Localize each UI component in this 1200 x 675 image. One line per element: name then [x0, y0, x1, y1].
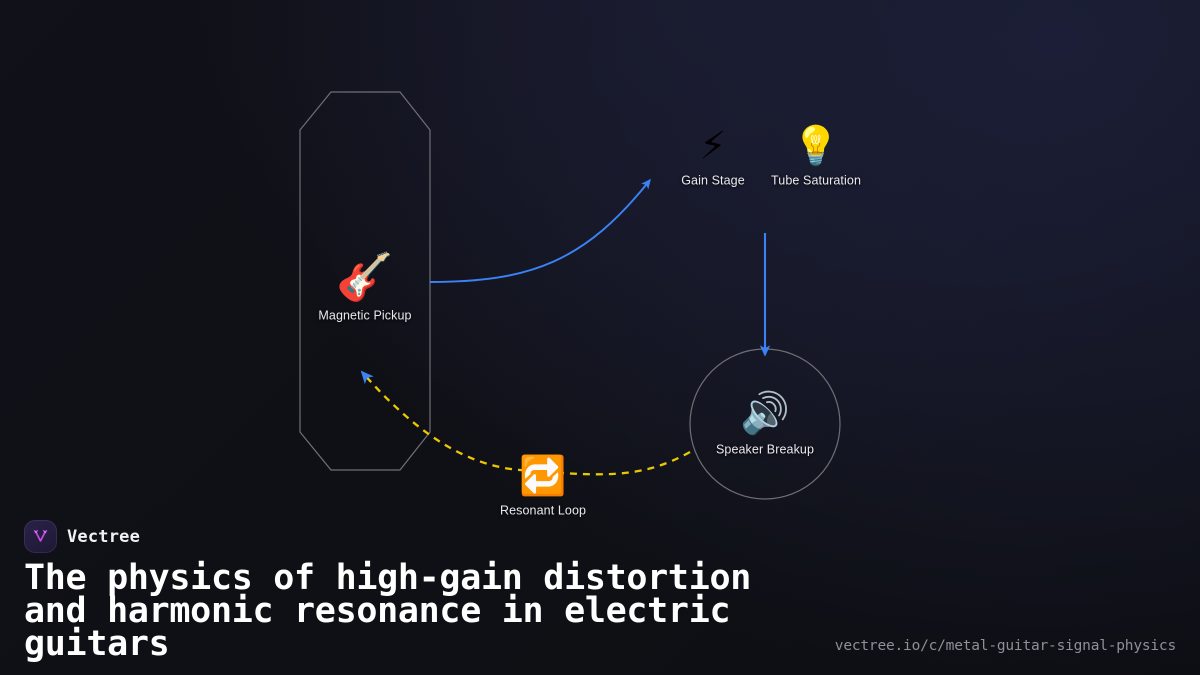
node-tube-saturation[interactable]: 💡 Tube Saturation [771, 127, 861, 188]
node-speaker-breakup[interactable]: 🔊 Speaker Breakup [716, 394, 814, 457]
node-label: Speaker Breakup [715, 442, 815, 457]
vectree-v-logo-icon [24, 520, 57, 553]
guitar-body-group-outline [299, 91, 431, 471]
node-resonant-loop[interactable]: 🔁 Resonant Loop [500, 457, 586, 518]
edge-pickup-to-gain [429, 178, 651, 283]
repeat-arrows-icon: 🔁 [519, 453, 567, 498]
guitar-icon: 🎸 [336, 249, 394, 304]
node-label: Gain Stage [681, 173, 745, 188]
brand-name: Vectree [67, 526, 141, 547]
brand-row: Vectree [24, 520, 140, 553]
light-bulb-icon: 💡 [792, 123, 840, 168]
loudspeaker-icon: 🔊 [740, 390, 790, 437]
node-label: Tube Saturation [771, 173, 861, 188]
node-label: Magnetic Pickup [318, 308, 412, 323]
source-url: vectree.io/c/metal-guitar-signal-physics [834, 638, 1176, 654]
edge-speaker-to-pickup [360, 370, 691, 476]
lightning-bolt-icon: ⚡ [699, 123, 727, 168]
node-label: Resonant Loop [499, 503, 587, 518]
node-magnetic-pickup[interactable]: 🎸 Magnetic Pickup [318, 254, 411, 323]
page-title: The physics of high-gain distortion and … [24, 558, 752, 664]
node-gain-stage[interactable]: ⚡ Gain Stage [681, 127, 745, 188]
